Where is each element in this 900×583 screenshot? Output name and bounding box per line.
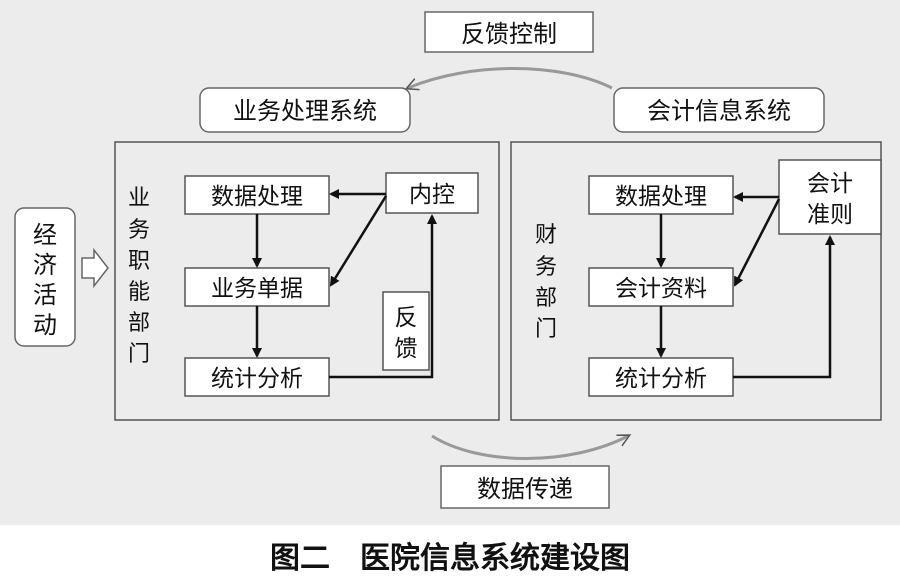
business-system-label: 业务处理系统 <box>233 97 377 125</box>
accounting-material-box <box>588 267 734 307</box>
feedback-char-2: 馈 <box>395 336 418 362</box>
left-statistical-analysis-box <box>184 357 330 397</box>
business-dept-char-6: 门 <box>128 342 150 367</box>
economic-activity-char-4: 动 <box>33 311 57 339</box>
economic-activity-char-2: 济 <box>33 251 57 279</box>
finance-dept-char-1: 财 <box>535 223 557 248</box>
feedback-char-1: 反 <box>395 305 418 331</box>
business-dept-container <box>114 141 500 421</box>
feedback-control-label: 反馈控制 <box>461 20 557 48</box>
figure-caption: 图二 医院信息系统建设图 <box>270 541 630 576</box>
feedback-control-box <box>424 11 594 53</box>
right-statistical-analysis-box <box>588 357 734 397</box>
finance-dept-char-2: 务 <box>535 255 557 280</box>
finance-dept-char-3: 部 <box>535 286 557 311</box>
data-transfer-box <box>440 465 610 509</box>
business-doc-box <box>184 267 330 307</box>
finance-dept-char-4: 门 <box>535 317 557 342</box>
business-dept-char-3: 职 <box>128 249 150 274</box>
accounting-rules-line-1: 会计 <box>807 171 853 197</box>
business-dept-char-4: 能 <box>128 280 150 305</box>
accounting-system-label: 会计信息系统 <box>647 97 791 125</box>
business-dept-char-5: 部 <box>128 311 150 336</box>
accounting-material-label: 会计资料 <box>615 276 707 302</box>
economic-activity-pill <box>14 207 76 347</box>
left-statistical-analysis-label: 统计分析 <box>211 366 303 392</box>
feedback-box <box>382 291 430 371</box>
business-dept-char-2: 务 <box>128 218 150 243</box>
business-system-pill <box>199 87 411 133</box>
arrow-rules-to-material <box>733 198 781 287</box>
feedback-curve-arrow <box>408 67 613 89</box>
accounting-rules-line-2: 准则 <box>807 202 853 228</box>
internal-control-label: 内控 <box>409 182 455 208</box>
arrow-control-to-doc <box>329 195 388 287</box>
arrow-stat-feedback-to-control <box>329 214 437 379</box>
economic-activity-char-3: 活 <box>33 281 57 309</box>
right-data-processing-label: 数据处理 <box>615 184 707 210</box>
business-doc-label: 业务单据 <box>211 276 303 302</box>
arrow-stat-to-rules <box>733 235 835 379</box>
right-statistical-analysis-label: 统计分析 <box>615 366 707 392</box>
finance-dept-container <box>510 141 882 421</box>
data-transfer-curve-arrow <box>431 436 628 460</box>
accounting-system-pill <box>613 87 825 133</box>
input-hollow-arrow <box>81 247 109 289</box>
left-data-processing-label: 数据处理 <box>211 184 303 210</box>
economic-activity-char-1: 经 <box>33 221 57 249</box>
data-transfer-label: 数据传递 <box>477 475 573 503</box>
business-dept-char-1: 业 <box>128 186 150 211</box>
internal-control-box <box>385 172 479 214</box>
